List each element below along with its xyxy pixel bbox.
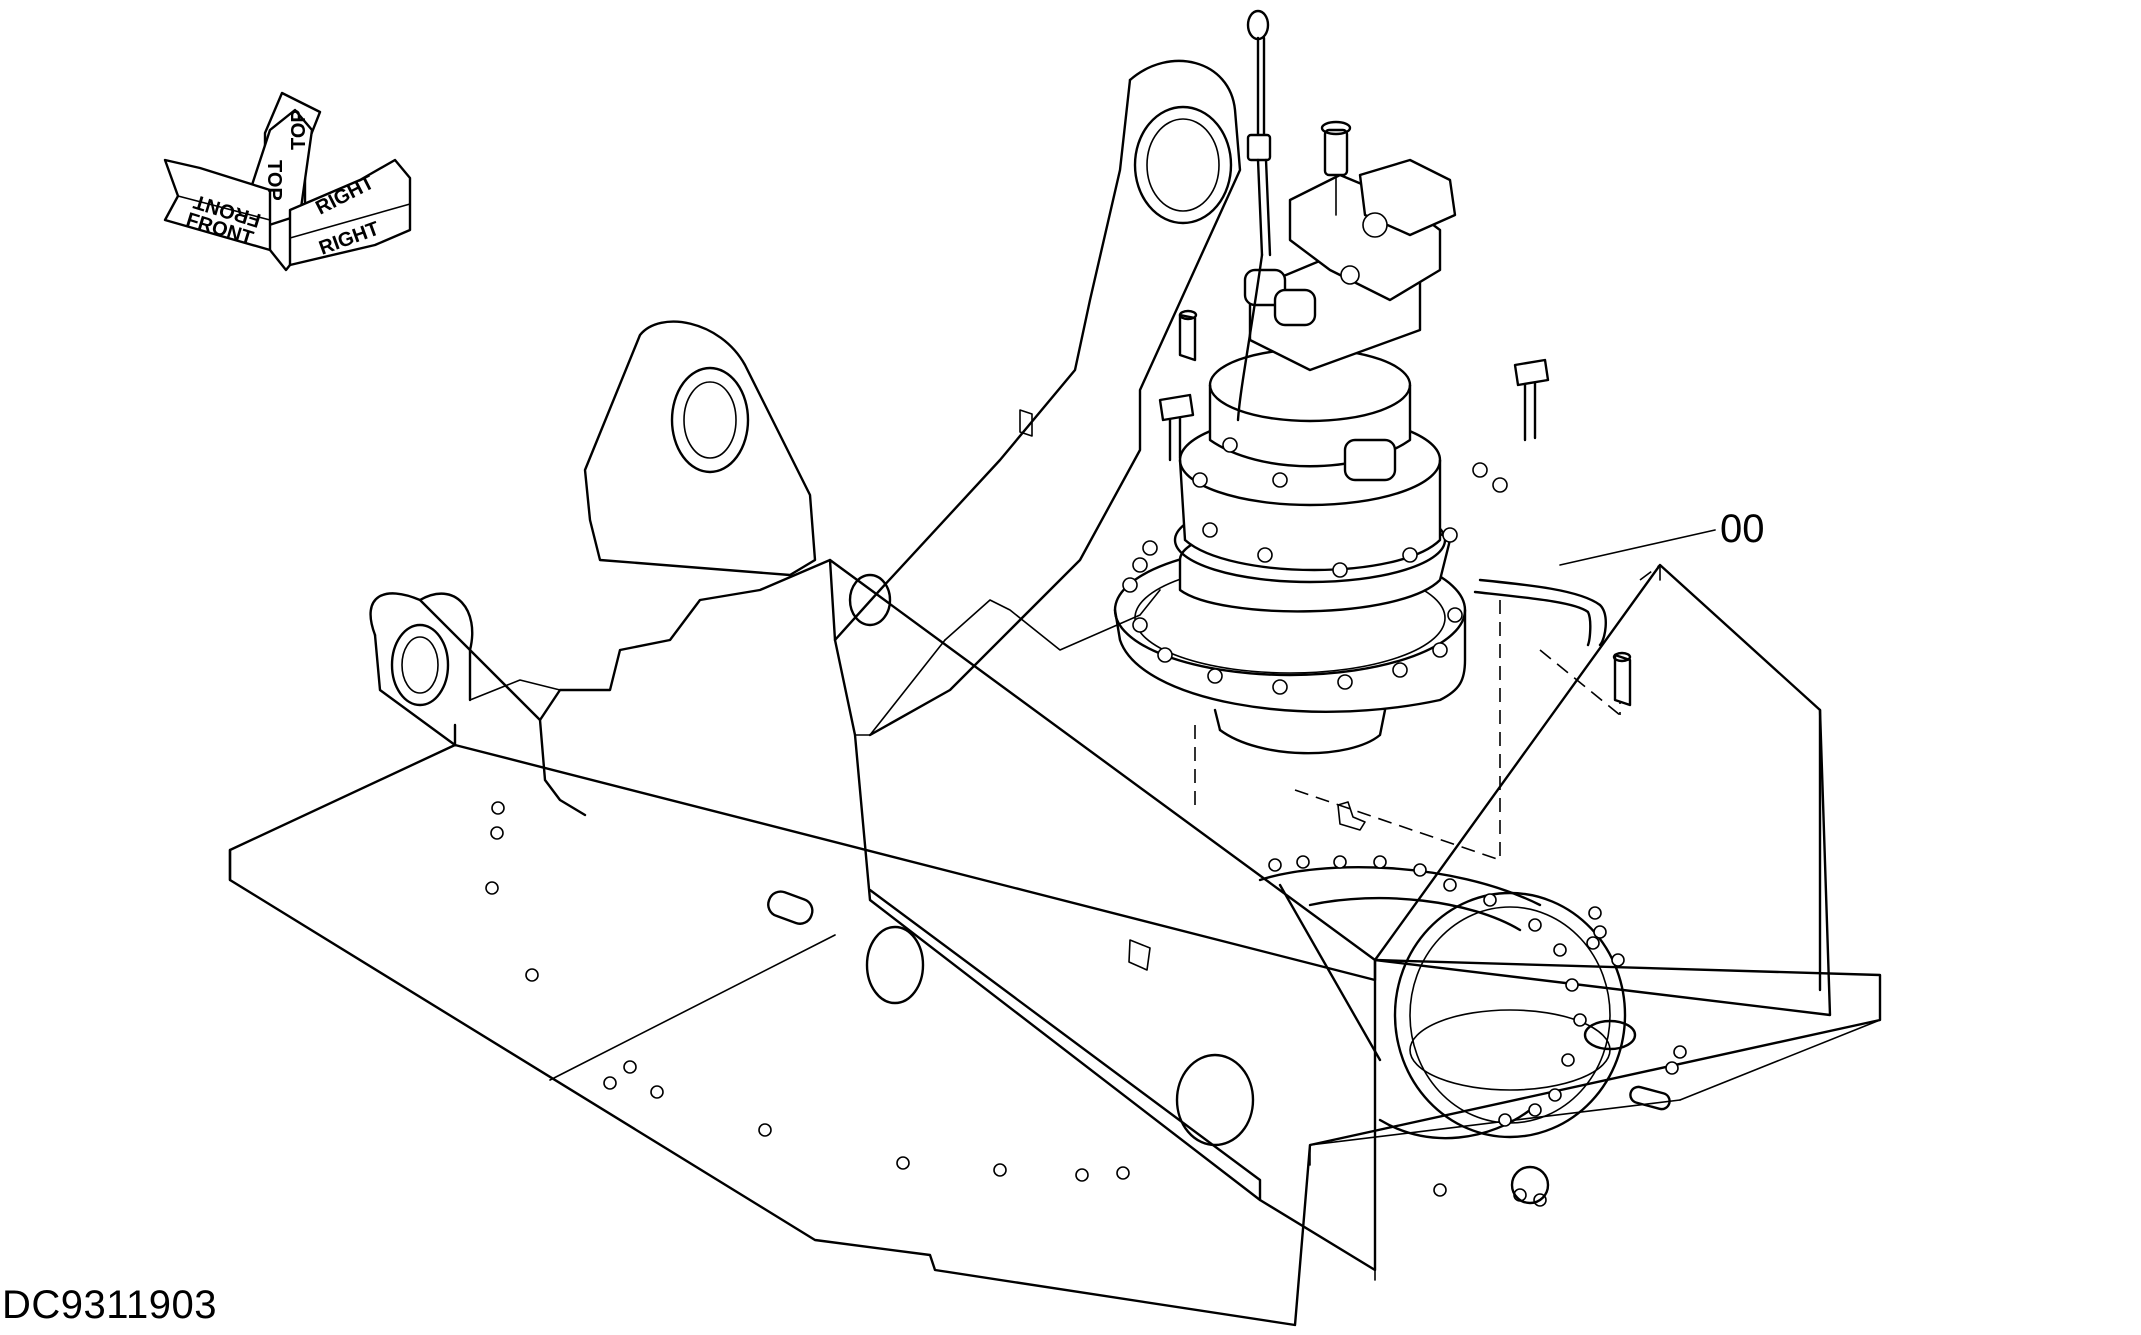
top-label-mirrored: TOP bbox=[288, 109, 310, 150]
flange-bolt-holes bbox=[1122, 540, 1463, 695]
top-label: TOP bbox=[263, 160, 285, 201]
orientation-indicator: FRONT FRONT TOP TOP RIGHT RIGHT bbox=[163, 91, 412, 272]
case-bolts bbox=[1192, 437, 1508, 578]
callout-00: 00 bbox=[1559, 507, 1765, 566]
loose-bolts bbox=[1158, 309, 1632, 707]
swing-motor-assembly bbox=[1113, 9, 1632, 755]
dipstick bbox=[1236, 9, 1272, 422]
drawing-code: DC9311903 bbox=[2, 1283, 218, 1327]
callout-number: 00 bbox=[1720, 507, 1765, 551]
base-frame bbox=[228, 59, 1882, 1327]
deck-holes bbox=[485, 801, 1687, 1207]
swing-bearing-mount bbox=[1258, 866, 1627, 1140]
callout-leader-line bbox=[1559, 529, 1716, 566]
